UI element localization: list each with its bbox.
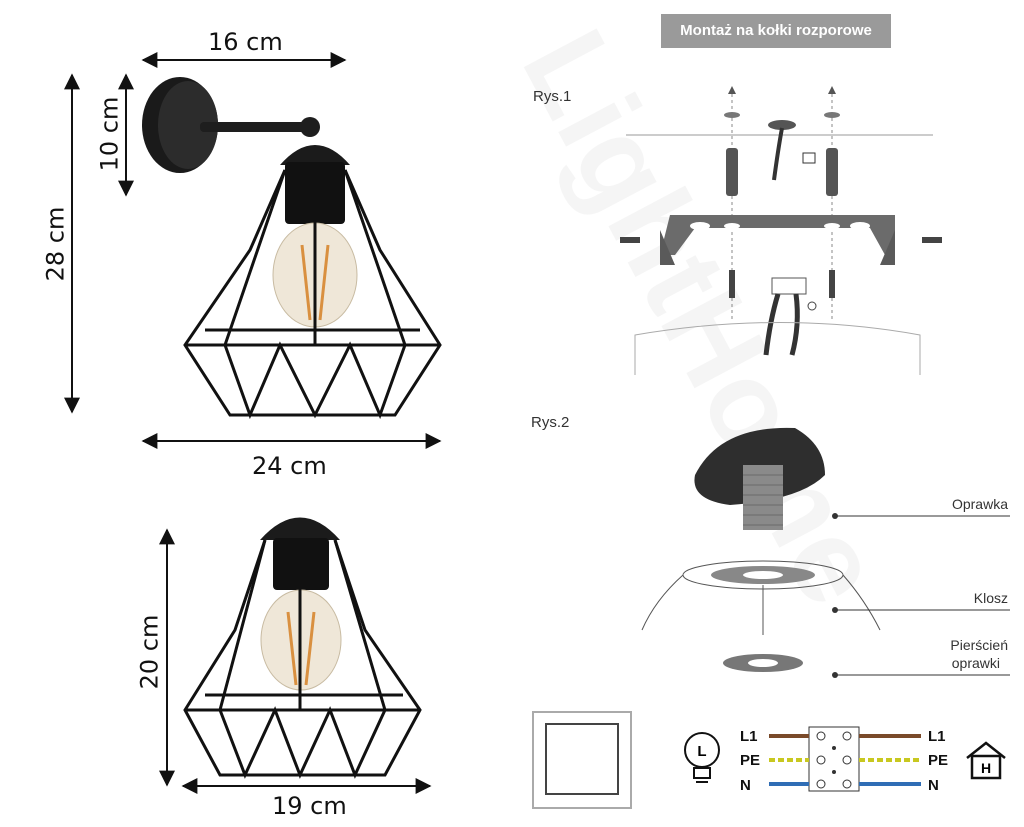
dim-height-lamp2: 20 cm [135, 614, 164, 690]
bulb-icon: L [684, 732, 720, 783]
parts-diagram [641, 427, 1010, 678]
house-icon: H [966, 741, 1006, 780]
wire-left-PE: PE [740, 752, 761, 769]
house-icon-letter: H [981, 760, 991, 776]
wiring-terminal [769, 726, 921, 792]
switch-icon [532, 711, 632, 809]
part-ring-label-1: Pierścień [950, 637, 1008, 653]
install-banner: Montaż na kołki rozporowe [661, 14, 891, 48]
dimension-lines [64, 52, 442, 794]
wire-right-N: N [928, 777, 939, 794]
wall-lamp-illustration [142, 77, 442, 420]
wire-right-PE: PE [928, 752, 949, 769]
dim-width-shade: 24 cm [252, 452, 327, 480]
dim-width-lamp2: 19 cm [272, 792, 347, 820]
dim-height-total: 28 cm [41, 206, 70, 282]
part-shade-label: Klosz [973, 590, 1008, 606]
wire-left-L1: L1 [740, 728, 758, 745]
bulb-icon-letter: L [697, 743, 706, 760]
dim-height-bracket: 10 cm [95, 96, 124, 172]
fig1-label: Rys.1 [533, 88, 572, 105]
part-ring-label-2: oprawki [951, 655, 1000, 671]
dim-width-top: 16 cm [208, 28, 283, 56]
part-socket-label: Oprawka [951, 496, 1008, 512]
wire-left-N: N [740, 777, 751, 794]
mounting-diagram [620, 86, 942, 375]
fig2-label: Rys.2 [531, 414, 570, 431]
wire-right-L1: L1 [928, 728, 946, 745]
pendant-lamp-illustration [183, 517, 422, 779]
